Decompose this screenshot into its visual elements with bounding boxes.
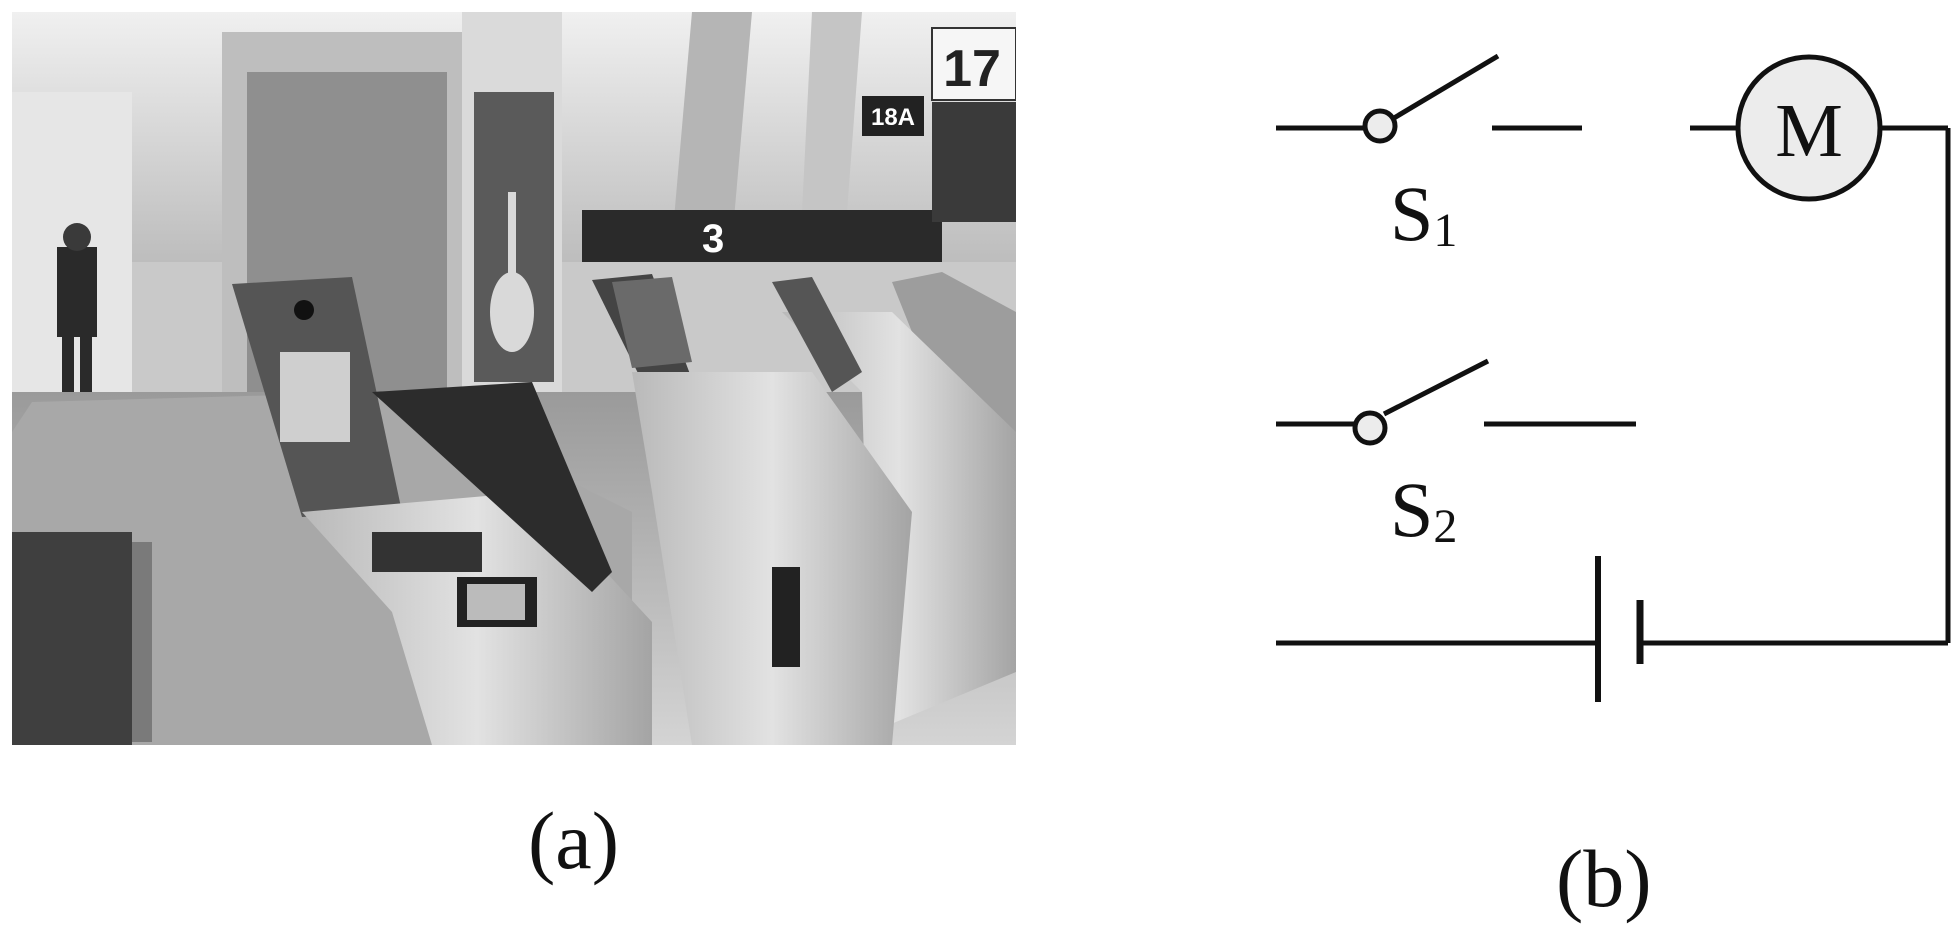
caption-b: (b)	[1556, 833, 1652, 924]
switch-s1-blade	[1392, 53, 1500, 121]
ticket-gate-photo: 17 18A 3	[12, 12, 1016, 745]
motor-label: M	[1775, 89, 1843, 173]
switch-s2-subscript: 2	[1433, 500, 1457, 553]
caption-a: (a)	[528, 795, 620, 886]
switch-s1-subscript: 1	[1433, 204, 1457, 257]
switch-s2-pivot	[1352, 410, 1388, 446]
switch-s1-pivot	[1362, 108, 1398, 144]
circuit-diagram: M S1 S2	[1276, 53, 1951, 702]
platform-number-sign: 17	[943, 40, 1001, 98]
gate-number-sign: 3	[702, 217, 724, 261]
gate-label-sign: 18A	[871, 104, 915, 131]
switch-s2-label: S2	[1390, 466, 1457, 553]
motor-symbol	[1735, 54, 1883, 202]
switch-s2-blade	[1382, 358, 1490, 417]
switch-s1-label: S1	[1390, 170, 1457, 257]
